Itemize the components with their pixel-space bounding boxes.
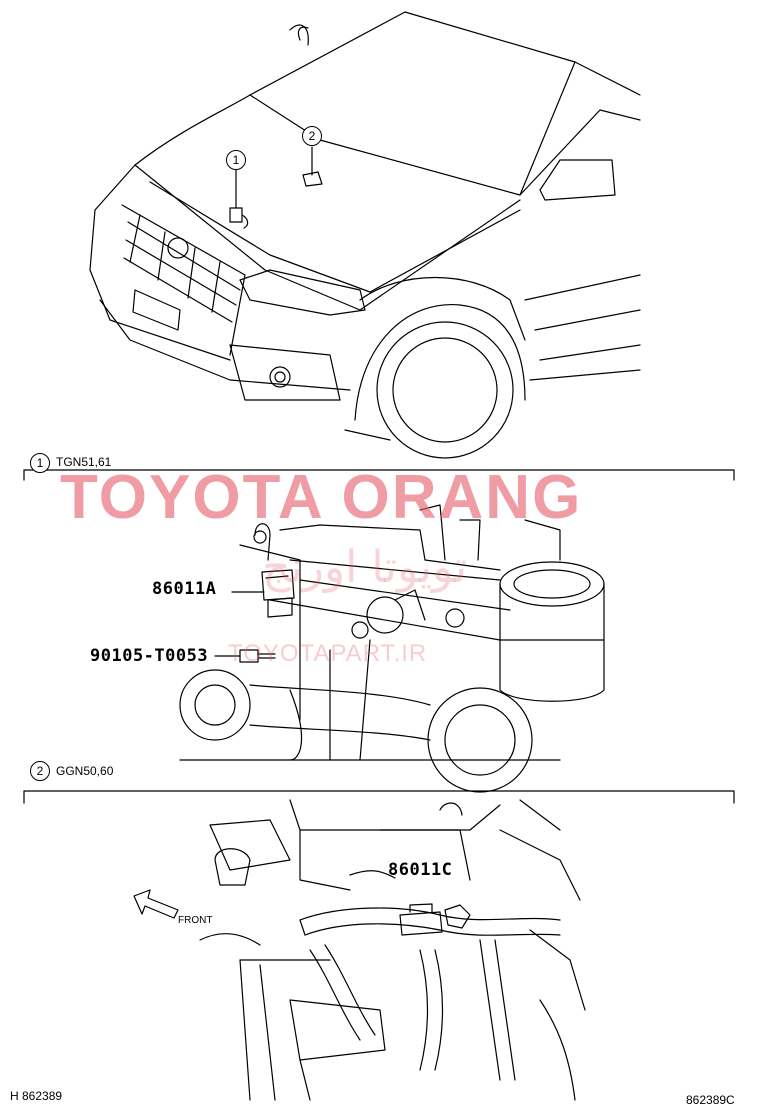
footer-right-code: 862389C xyxy=(686,1093,735,1107)
front-direction-label: FRONT xyxy=(178,915,213,926)
section-2-number: 2 xyxy=(30,761,50,781)
engine-view-2 xyxy=(133,799,586,1101)
part-label-86011c: 86011C xyxy=(388,860,453,880)
section-2-model: GGN50,60 xyxy=(56,764,114,778)
section-1-number: 1 xyxy=(30,453,50,473)
watermark-site: TOYOTAPART.IR xyxy=(228,640,428,667)
footer-left-code: H 862389 xyxy=(10,1089,63,1103)
vehicle-illustration xyxy=(89,11,641,459)
watermark-persian: تویوتا اورنج xyxy=(262,542,467,593)
part-label-86011a: 86011A xyxy=(152,579,217,599)
part-label-90105-t0053: 90105-T0053 xyxy=(90,646,209,666)
watermark-title: TOYOTA ORANG xyxy=(60,463,583,532)
section-1-model: TGN51,61 xyxy=(56,455,112,469)
callout-1-marker: 1 xyxy=(226,150,246,170)
engine-view-1 xyxy=(179,504,605,793)
callout-2-marker: 2 xyxy=(302,126,322,146)
